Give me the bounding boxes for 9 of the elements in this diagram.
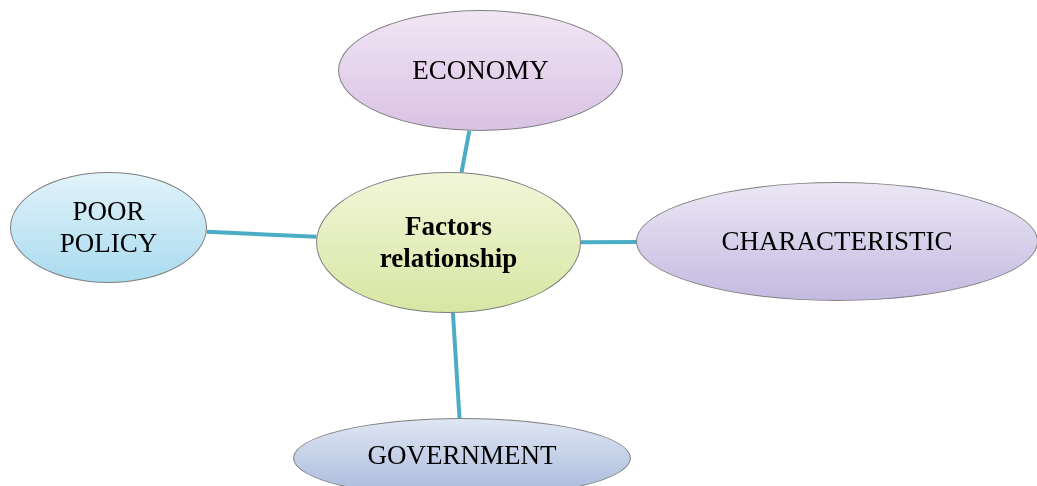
connector-line	[581, 240, 636, 245]
connector-line	[450, 312, 462, 419]
node-label: CHARACTERISTIC	[721, 225, 953, 257]
connector-line	[459, 130, 472, 173]
connector-line	[206, 229, 317, 239]
node-label: ECONOMY	[412, 54, 549, 86]
node-label: Factors relationship	[378, 211, 519, 274]
node-label: POOR POLICY	[58, 196, 159, 259]
node-label: GOVERNMENT	[367, 440, 557, 472]
